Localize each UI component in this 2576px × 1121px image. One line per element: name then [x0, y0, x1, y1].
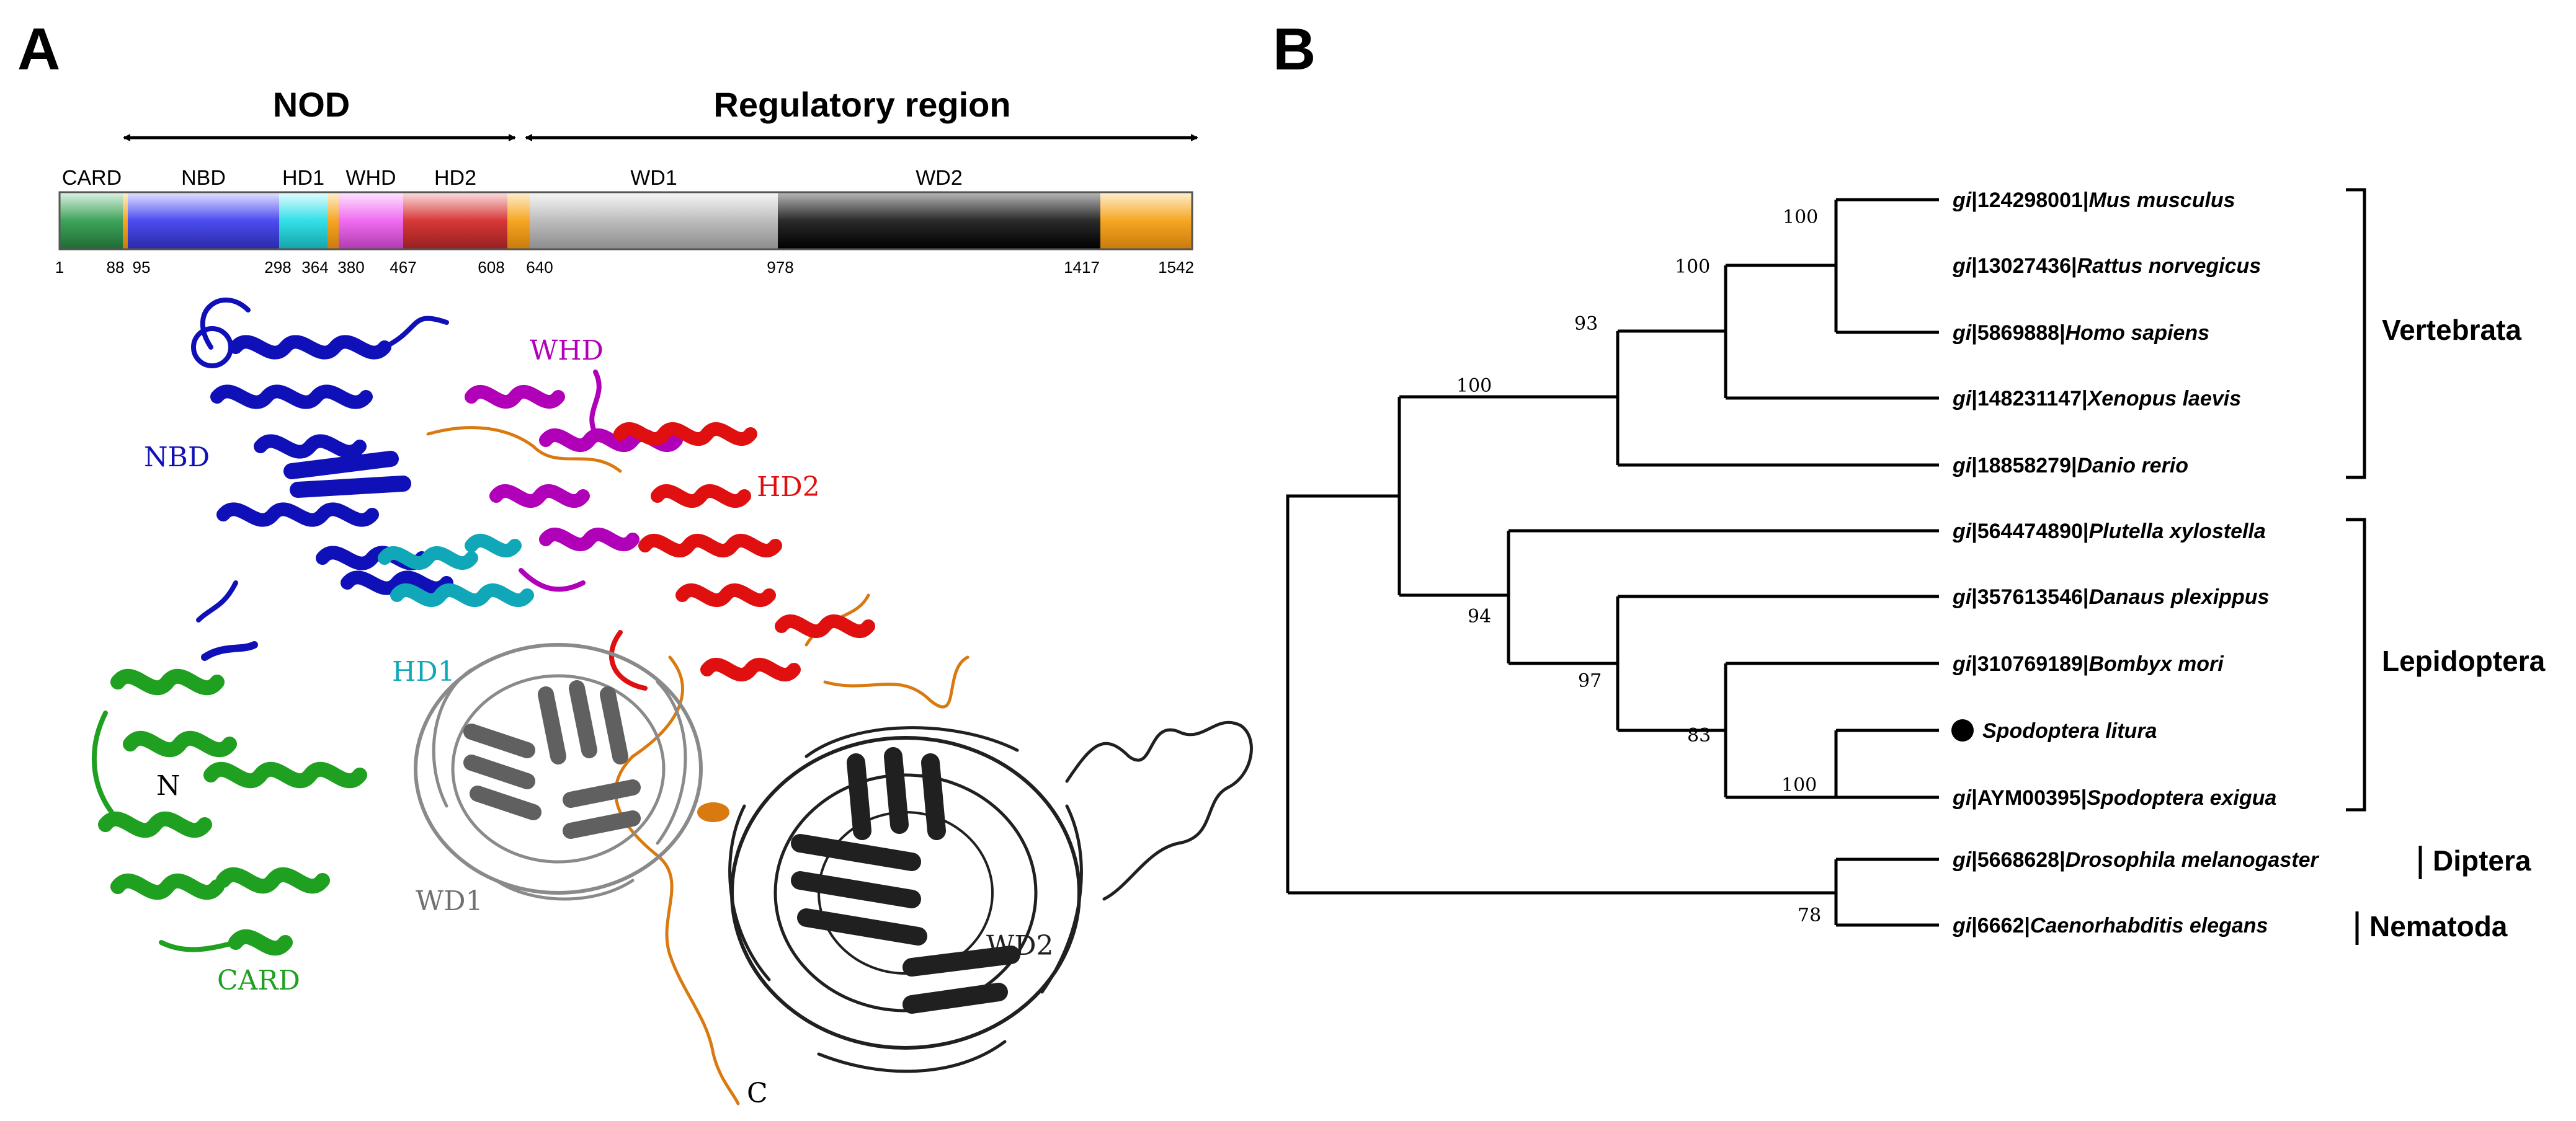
taxon-caenorhabditis-elegans: gi|6662|Caenorhabditis elegans — [1952, 914, 2268, 937]
protein-structure: NBD WHD HD2 HD1 N WD1 CARD WD2 C — [91, 297, 1253, 1109]
structure-nbd-loop — [191, 326, 233, 368]
linker-c-terminal — [1100, 192, 1192, 249]
structure-label-nbd: NBD — [144, 441, 210, 473]
structure-wd1 — [414, 643, 703, 901]
structure-label-n-terminus: N — [156, 770, 180, 802]
structure-nbd — [196, 297, 453, 623]
panel-b-label: B — [1273, 16, 1316, 82]
domain-bar — [58, 191, 1193, 250]
position-467: 467 — [390, 258, 416, 277]
linker-1 — [123, 192, 128, 249]
structure-label-hd2: HD2 — [757, 471, 820, 503]
highlight-dot-spodoptera-litura — [1951, 719, 1974, 742]
residue-positions: 1 88 95 298 364 380 467 608 640 978 1417… — [55, 258, 1194, 277]
taxon-drosophila-melanogaster: gi|5668628|Drosophila melanogaster — [1952, 848, 2319, 872]
bootstrap-mammals: 100 — [1675, 256, 1710, 278]
position-88: 88 — [107, 258, 125, 277]
taxon-bombyx-mori: gi|310769189|Bombyx mori — [1952, 652, 2224, 676]
group-label-vertebrata: Vertebrata — [2382, 314, 2521, 346]
bootstrap-vertebrata: 100 — [1456, 375, 1492, 397]
structure-label-c-terminus: C — [747, 1078, 768, 1109]
domain-wd2 — [778, 192, 1100, 249]
phylogenetic-tree — [1286, 198, 1939, 927]
taxon-spodoptera-litura: Spodoptera litura — [1982, 719, 2157, 743]
regulatory-region-label: Regulatory region — [713, 85, 1010, 124]
taxon-danio-rerio: gi|18858279|Danio rerio — [1952, 454, 2188, 477]
structure-label-card: CARD — [217, 965, 300, 996]
structure-hd2 — [608, 422, 875, 691]
linker-2 — [328, 192, 339, 249]
taxon-xenopus-laevis: gi|148231147|Xenopus laevis — [1952, 387, 2241, 410]
bootstrap-lepidoptera: 94 — [1468, 606, 1491, 627]
domain-label-hd1: HD1 — [282, 166, 324, 190]
group-label-diptera: Diptera — [2433, 844, 2531, 877]
group-brackets — [2346, 188, 2422, 945]
domain-card — [60, 192, 123, 249]
bootstrap-tetrapods: 93 — [1574, 313, 1598, 335]
domain-label-wd2: WD2 — [916, 166, 963, 190]
position-1: 1 — [55, 258, 64, 277]
taxon-danaus-plexippus: gi|357613546|Danaus plexippus — [1952, 585, 2269, 609]
bootstrap-spodoptera: 100 — [1781, 774, 1817, 796]
bootstrap-bom-group: 83 — [1687, 725, 1711, 747]
domain-label-nbd: NBD — [181, 166, 226, 190]
panel-a-label: A — [17, 16, 60, 82]
domain-wd1 — [530, 192, 778, 249]
domain-hd1 — [279, 192, 328, 249]
bootstrap-dpl-group: 97 — [1578, 670, 1602, 692]
position-978: 978 — [767, 258, 793, 277]
taxon-homo-sapiens: gi|5869888|Homo sapiens — [1952, 321, 2209, 345]
taxon-rattus-norvegicus: gi|13027436|Rattus norvegicus — [1952, 254, 2261, 278]
group-labels: Vertebrata Lepidoptera Diptera Nematoda — [2369, 314, 2546, 942]
position-298: 298 — [264, 258, 291, 277]
bootstrap-mus-rat: 100 — [1783, 206, 1818, 228]
structure-hd1 — [378, 534, 534, 607]
domain-hd2 — [403, 192, 507, 249]
group-label-lepidoptera: Lepidoptera — [2382, 645, 2546, 677]
structure-card-nbd-linker — [201, 641, 258, 661]
taxon-spodoptera-exigua: gi|AYM00395|Spodoptera exigua — [1952, 786, 2276, 810]
domain-nbd — [128, 192, 279, 249]
structure-card — [91, 668, 367, 956]
position-1417: 1417 — [1064, 258, 1100, 277]
bootstrap-outgroup: 78 — [1798, 905, 1821, 926]
group-label-nematoda: Nematoda — [2369, 910, 2508, 942]
taxon-plutella-xylostella: gi|564474890|Plutella xylostella — [1952, 520, 2266, 543]
taxon-mus-musculus: gi|124298001|Mus musculus — [1952, 188, 2235, 212]
taxon-labels: gi|124298001|Mus musculus gi|13027436|Ra… — [1952, 188, 2319, 937]
structure-label-hd1: HD1 — [392, 656, 455, 688]
position-1542: 1542 — [1158, 258, 1194, 277]
domain-label-card: CARD — [62, 166, 122, 190]
domain-label-hd2: HD2 — [434, 166, 476, 190]
structure-wd2 — [728, 720, 1253, 1073]
structure-label-whd: WHD — [530, 335, 604, 366]
position-364: 364 — [301, 258, 328, 277]
domain-label-wd1: WD1 — [630, 166, 677, 190]
domain-bar-outline — [58, 191, 1193, 250]
position-640: 640 — [526, 258, 553, 277]
domain-whd — [339, 192, 403, 249]
position-95: 95 — [133, 258, 151, 277]
structure-label-wd2: WD2 — [986, 930, 1054, 962]
position-380: 380 — [337, 258, 364, 277]
position-608: 608 — [478, 258, 504, 277]
domain-label-whd: WHD — [345, 166, 396, 190]
linker-3 — [507, 192, 530, 249]
nod-label: NOD — [273, 85, 350, 124]
bootstrap-values: 100 100 93 100 94 97 83 100 78 — [1456, 206, 1821, 926]
structure-label-wd1: WD1 — [416, 885, 483, 917]
